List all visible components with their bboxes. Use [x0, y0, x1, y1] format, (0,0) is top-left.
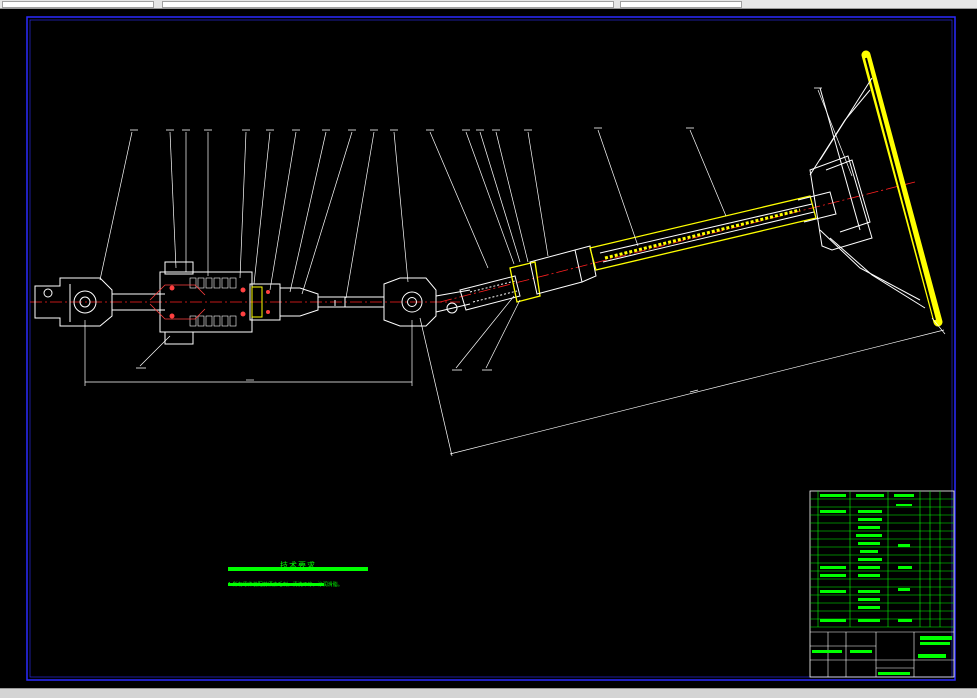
toolbar-field[interactable]	[2, 1, 154, 8]
technical-requirements-line: 1.所有零件装配前须去毛刺，清洗干净，涂润滑脂。	[228, 582, 343, 588]
dimension-lines	[84, 317, 946, 457]
toolbar-field[interactable]	[162, 1, 614, 8]
leader-lines	[99, 89, 853, 369]
title-block	[809, 490, 955, 678]
application-toolbar-strip	[0, 0, 977, 9]
drawing-canvas[interactable]: 技术要求 1.所有零件装配前须去毛刺，清洗干净，涂润滑脂。	[0, 9, 977, 688]
cad-drawing	[26, 16, 956, 681]
spline-shaft-icon	[459, 191, 837, 311]
toolbar-field[interactable]	[620, 1, 742, 8]
centerline-inclined	[439, 181, 916, 303]
status-strip	[0, 688, 977, 698]
inner-drawing-frame	[29, 19, 953, 678]
balloon-markers	[130, 87, 822, 371]
outer-drawing-frame	[26, 16, 956, 681]
notes-underlines	[228, 567, 368, 586]
bearing-housing-icon	[149, 261, 384, 345]
steering-wheel-icon	[809, 50, 943, 327]
technical-requirements-title: 技术要求	[280, 561, 316, 570]
